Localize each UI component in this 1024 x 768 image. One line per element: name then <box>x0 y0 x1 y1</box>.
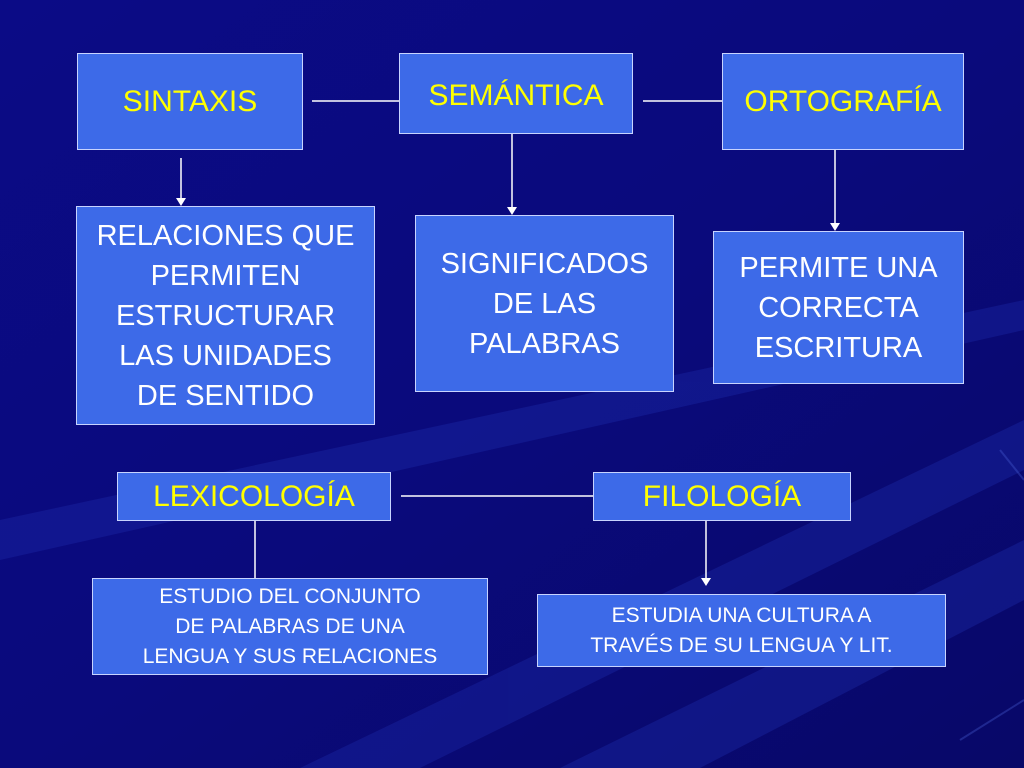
node-sintaxis: SINTAXIS <box>77 53 303 150</box>
node-ortografia-desc: PERMITE UNA CORRECTA ESCRITURA <box>713 231 964 384</box>
node-filologia-desc: ESTUDIA UNA CULTURA A TRAVÉS DE SU LENGU… <box>537 594 946 667</box>
node-lexicologia: LEXICOLOGÍA <box>117 472 391 521</box>
node-lexicologia-desc: ESTUDIO DEL CONJUNTO DE PALABRAS DE UNA … <box>92 578 488 675</box>
node-semantica: SEMÁNTICA <box>399 53 633 134</box>
node-semantica-desc: SIGNIFICADOS DE LAS PALABRAS <box>415 215 674 392</box>
node-ortografia: ORTOGRAFÍA <box>722 53 964 150</box>
node-filologia: FILOLOGÍA <box>593 472 851 521</box>
node-sintaxis-desc: RELACIONES QUE PERMITEN ESTRUCTURAR LAS … <box>76 206 375 425</box>
